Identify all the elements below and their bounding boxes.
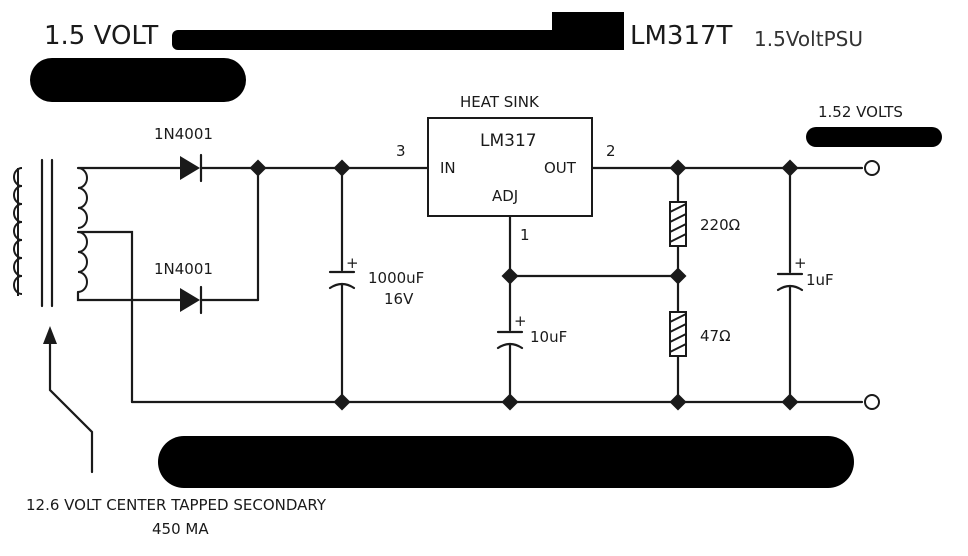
- title-prefix: 1.5 VOLT: [44, 21, 158, 51]
- title-redaction-bar: [172, 30, 618, 50]
- diode-bottom-label: 1N4001: [154, 260, 213, 278]
- diode-bottom: [180, 285, 203, 315]
- redaction-blob-bottom: [158, 436, 854, 488]
- regulator-in-label: IN: [440, 159, 456, 177]
- output-voltage-label: 1.52 VOLTS: [818, 103, 903, 121]
- input-capacitor-voltage: 16V: [384, 290, 414, 308]
- secondary-note-arrow: [43, 326, 94, 474]
- output-capacitor-plus: +: [794, 254, 807, 272]
- junction-dots: [249, 159, 799, 411]
- output-terminal-ground: [864, 394, 880, 410]
- title-tag: 1.5VoltPSU: [754, 27, 863, 51]
- diode-top-label: 1N4001: [154, 125, 213, 143]
- regulator-name: LM317: [480, 131, 537, 151]
- output-capacitor: [776, 272, 804, 292]
- resistor-upper: [669, 201, 687, 247]
- input-capacitor-value: 1000uF: [368, 269, 424, 287]
- lm317-block: [427, 117, 593, 217]
- diode-top: [180, 153, 203, 183]
- transformer: [13, 158, 88, 308]
- pin-out-number: 2: [606, 142, 616, 160]
- title-redaction-block: [552, 12, 624, 50]
- adj-capacitor-plus: +: [514, 312, 527, 330]
- pin-adj-number: 1: [520, 226, 530, 244]
- title-regulator: LM317T: [630, 21, 733, 51]
- secondary-note-line1: 12.6 VOLT CENTER TAPPED SECONDARY: [26, 496, 327, 514]
- resistor-lower: [669, 311, 687, 357]
- adj-capacitor-value: 10uF: [530, 328, 567, 346]
- redaction-blob-output: [806, 127, 942, 147]
- redaction-blob-top-left: [30, 58, 246, 102]
- input-capacitor-plus: +: [346, 254, 359, 272]
- regulator-out-label: OUT: [544, 159, 577, 177]
- pin-in-number: 3: [396, 142, 406, 160]
- regulator-adj-label: ADJ: [492, 187, 518, 205]
- heat-sink-label: HEAT SINK: [460, 93, 540, 111]
- resistor-lower-label: 47Ω: [700, 327, 731, 345]
- secondary-note-line2: 450 MA: [152, 520, 209, 538]
- output-terminal-positive: [864, 160, 880, 176]
- resistor-upper-label: 220Ω: [700, 216, 740, 234]
- input-capacitor: [328, 270, 356, 290]
- adj-capacitor: [496, 330, 524, 350]
- output-capacitor-value: 1uF: [806, 271, 834, 289]
